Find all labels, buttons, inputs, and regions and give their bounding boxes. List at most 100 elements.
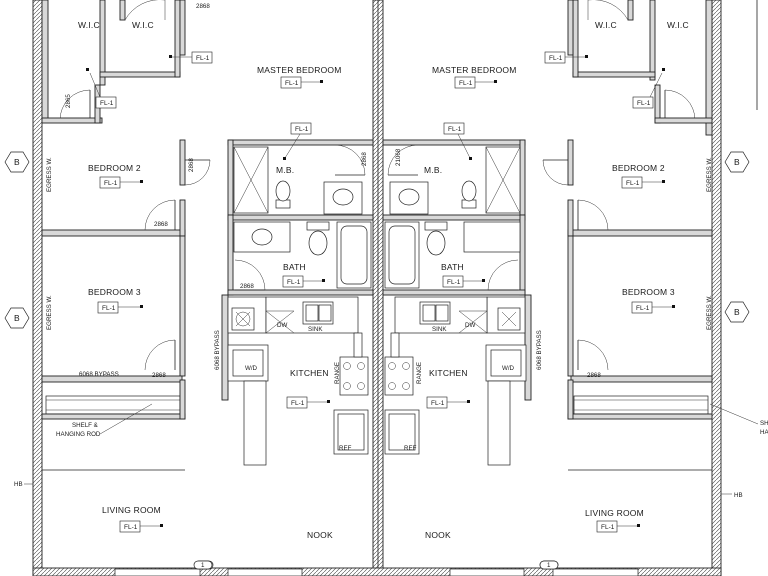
room-master-bedroom-right: MASTER BEDROOM xyxy=(432,65,517,75)
sink-label: SINK xyxy=(308,326,323,333)
wd-label: W/D xyxy=(245,365,258,372)
section-markers: B B B B 1 1 xyxy=(4,151,750,570)
page-marker: 1 xyxy=(193,560,213,570)
room-nook-right: NOOK xyxy=(425,530,451,540)
fl-tag: FL-1 xyxy=(119,520,163,533)
svg-text:FL-1: FL-1 xyxy=(447,279,461,286)
bypass-label: 6068 BYPASS xyxy=(214,330,221,370)
hose-bib-label: HB xyxy=(734,492,743,499)
door-size-label: 2868 xyxy=(587,372,601,379)
fl-tag: FL-1 xyxy=(621,176,665,189)
svg-text:FL-1: FL-1 xyxy=(459,80,473,87)
svg-text:B: B xyxy=(734,307,740,317)
room-bath-right: BATH xyxy=(441,262,464,272)
svg-text:FL-1: FL-1 xyxy=(102,305,116,312)
fl-tag: FL-1 xyxy=(86,68,117,109)
svg-text:FL-1: FL-1 xyxy=(601,524,615,531)
bypass-label: 6068 BYPASS xyxy=(79,371,119,378)
room-bedroom2-right: BEDROOM 2 xyxy=(612,163,665,173)
door-size-label: 2868 xyxy=(152,372,166,379)
fl-tag: FL-1 xyxy=(631,301,675,314)
egress-label: EGRESS W. xyxy=(46,295,53,330)
hose-bib-label: HB xyxy=(14,481,23,488)
door-size-label: 2868 xyxy=(154,221,168,228)
fl-tag: FL-1 xyxy=(544,51,588,64)
egress-label: EGRESS W. xyxy=(46,157,53,192)
room-wic-left-a: W.I.C xyxy=(78,20,100,30)
fl-tag: FL-1 xyxy=(454,76,497,89)
fl-tag: FL-1 xyxy=(426,396,470,409)
svg-text:FL-1: FL-1 xyxy=(549,55,563,62)
room-master-bedroom-left: MASTER BEDROOM xyxy=(257,65,342,75)
svg-text:FL-1: FL-1 xyxy=(196,55,210,62)
section-marker-b: B xyxy=(4,151,30,173)
svg-text:FL-1: FL-1 xyxy=(124,524,138,531)
room-wic-right-b: W.I.C xyxy=(667,20,689,30)
dw-label: DW xyxy=(277,322,287,329)
shelf-label-partial: HA xyxy=(760,429,768,436)
room-living-left: LIVING ROOM xyxy=(102,505,161,515)
room-mb-right: M.B. xyxy=(424,165,442,175)
fl-tag: FL-1 xyxy=(443,122,472,160)
svg-text:FL-1: FL-1 xyxy=(295,126,309,133)
fl-tag: FL-1 xyxy=(283,122,312,160)
svg-text:FL-1: FL-1 xyxy=(104,180,118,187)
section-marker-b: B xyxy=(724,301,750,323)
svg-text:FL-1: FL-1 xyxy=(626,180,640,187)
fl-tag: FL-1 xyxy=(99,176,143,189)
svg-text:FL-1: FL-1 xyxy=(448,126,462,133)
svg-text:FL-1: FL-1 xyxy=(431,400,445,407)
dw-label: DW xyxy=(465,322,475,329)
fl-tag: FL-1 xyxy=(286,396,330,409)
ref-label: REF xyxy=(404,445,417,452)
right-unit xyxy=(382,0,713,576)
room-bedroom2-left: BEDROOM 2 xyxy=(88,163,141,173)
fl-tag: FL-1 xyxy=(632,68,665,109)
ref-label: REF xyxy=(339,445,352,452)
range-label: RANGE xyxy=(416,362,423,384)
page-marker: 1 xyxy=(539,560,559,570)
svg-text:FL-1: FL-1 xyxy=(100,100,114,107)
door-size-label: 2868 xyxy=(188,158,195,172)
door-size-label: 2868 xyxy=(196,3,210,10)
fl-tag: FL-1 xyxy=(442,275,485,288)
fl-tag: FL-1 xyxy=(280,76,323,89)
room-mb-left: M.B. xyxy=(276,165,294,175)
room-wic-left-b: W.I.C xyxy=(132,20,154,30)
door-size-label: 21068 xyxy=(395,148,402,166)
shelf-label: SHELF & xyxy=(72,422,99,429)
shelf-label-partial: SH xyxy=(760,420,768,427)
room-nook-left: NOOK xyxy=(307,530,333,540)
svg-text:1: 1 xyxy=(547,562,551,569)
section-marker-b: B xyxy=(724,151,750,173)
wd-label: W/D xyxy=(502,365,515,372)
svg-text:B: B xyxy=(14,157,20,167)
fl-tag: FL-1 xyxy=(282,275,325,288)
floor-tags: FL-1 FL-1 FL-1 FL-1 FL-1 FL-1 FL-1 FL-1 … xyxy=(86,51,675,533)
svg-text:FL-1: FL-1 xyxy=(285,80,299,87)
svg-text:B: B xyxy=(734,157,740,167)
fl-tag: FL-1 xyxy=(169,51,213,64)
shelf-label: HANGING ROD xyxy=(56,431,101,438)
annotations: 2868 2868 2868 2868 2868 2865 2868 2868 … xyxy=(14,3,768,499)
door-size-label: 2868 xyxy=(240,283,254,290)
room-bedroom3-left: BEDROOM 3 xyxy=(88,287,141,297)
svg-text:1: 1 xyxy=(201,562,205,569)
svg-text:B: B xyxy=(14,313,20,323)
room-living-right: LIVING ROOM xyxy=(585,508,644,518)
room-bedroom3-right: BEDROOM 3 xyxy=(622,287,675,297)
door-size-label: 2865 xyxy=(65,94,72,108)
range-label: RANGE xyxy=(334,362,341,384)
svg-text:FL-1: FL-1 xyxy=(287,279,301,286)
room-bath-left: BATH xyxy=(283,262,306,272)
svg-text:FL-1: FL-1 xyxy=(291,400,305,407)
room-wic-right-a: W.I.C xyxy=(595,20,617,30)
left-unit xyxy=(41,0,374,576)
bypass-label: 6068 BYPASS xyxy=(536,330,543,370)
fl-tag: FL-1 xyxy=(97,301,143,314)
egress-label: EGRESS W. xyxy=(706,295,713,330)
exterior-walls xyxy=(32,0,758,576)
room-kitchen-right: KITCHEN xyxy=(429,368,468,378)
fl-tag: FL-1 xyxy=(596,520,640,533)
